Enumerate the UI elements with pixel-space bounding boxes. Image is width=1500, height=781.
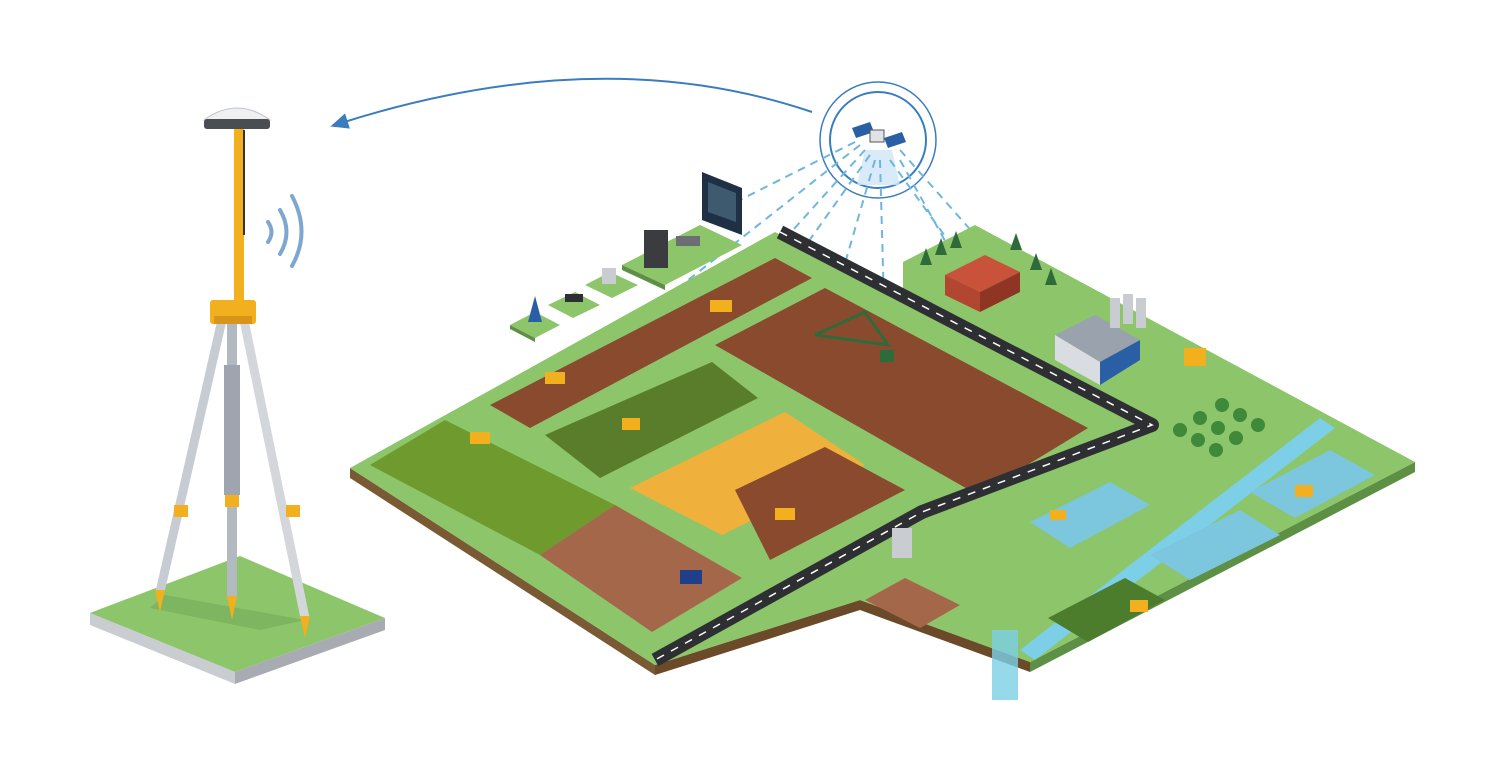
field-crop-west <box>370 420 615 555</box>
dairy-barn-icon <box>1055 315 1140 385</box>
tractor-icon <box>470 300 1313 612</box>
satellite-icon <box>819 81 937 199</box>
tripod-base-slab <box>90 556 385 684</box>
tree-icon <box>920 231 1057 285</box>
gnss-pole <box>234 128 244 303</box>
storage-shed <box>1184 348 1206 366</box>
center-pivot <box>814 310 892 347</box>
greenhouse-plot <box>865 578 960 628</box>
control-center <box>510 172 742 342</box>
field-soil-east <box>715 288 1088 495</box>
field-soil-south <box>735 447 905 560</box>
server-icon <box>644 230 668 268</box>
orchard <box>1173 398 1265 457</box>
waterfall <box>992 630 1018 700</box>
gnss-receiver-icon <box>202 107 272 129</box>
signal-waves-icon <box>266 194 304 268</box>
road-markings <box>654 231 1154 661</box>
field-wheat <box>630 412 865 535</box>
barn-icon <box>945 255 1020 312</box>
field-irrigated-1 <box>1030 482 1150 548</box>
signal-arrow <box>330 77 813 129</box>
field-irrigated-2 <box>1150 510 1280 580</box>
field-soil-southwest <box>540 505 742 632</box>
field-crop-center <box>545 362 758 478</box>
field-irrigated-3 <box>1250 450 1375 518</box>
field-crop-southeast <box>1048 578 1165 642</box>
tripod-icon <box>155 300 310 638</box>
silo-icon <box>892 294 1146 558</box>
